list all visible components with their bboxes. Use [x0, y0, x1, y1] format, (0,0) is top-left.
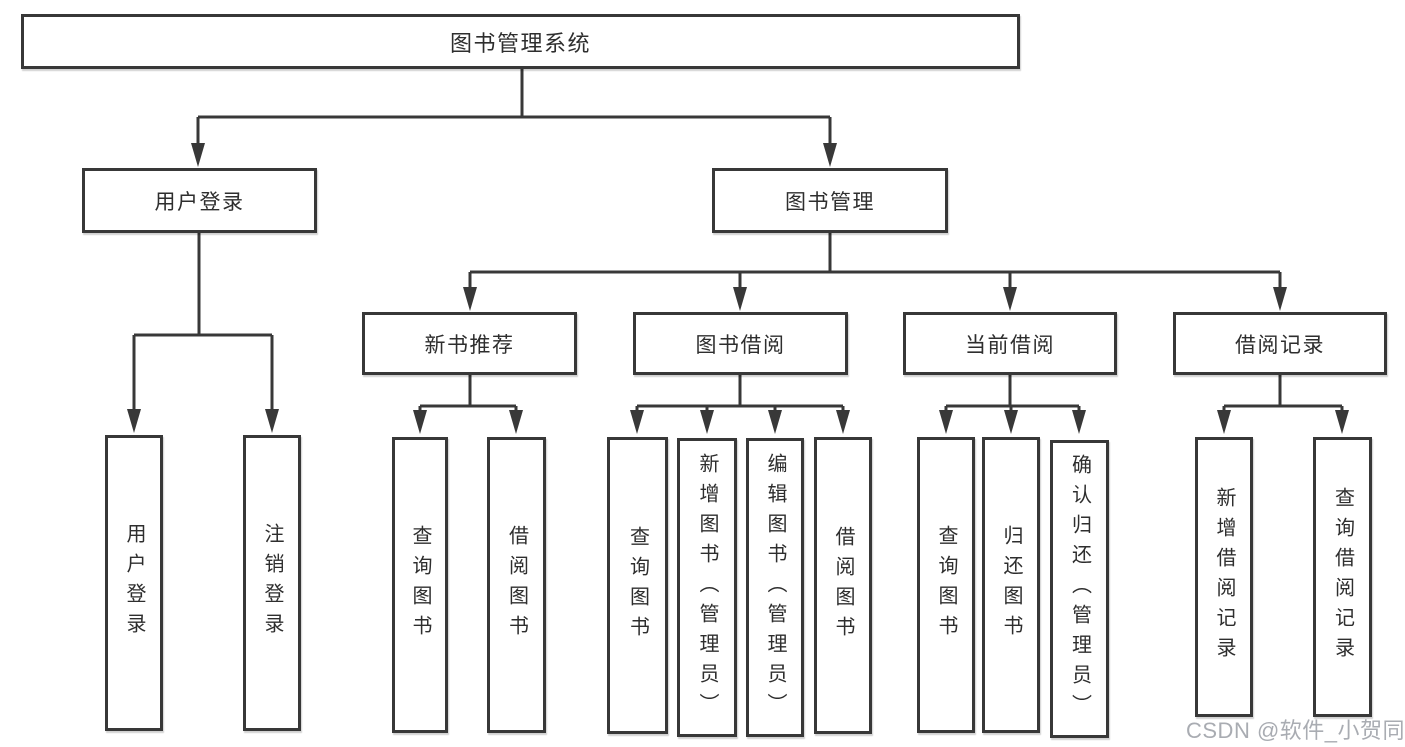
- leaf-borrow-books-recommend-label: 借阅图书: [505, 525, 528, 645]
- leaf-add-borrow-record-label: 新增借阅记录: [1213, 487, 1235, 667]
- leaf-query-borrow-record: 查询借阅记录: [1313, 437, 1372, 717]
- node-new-book-recommend: 新书推荐: [362, 312, 577, 375]
- node-book-borrow: 图书借阅: [633, 312, 848, 375]
- leaf-logout-label: 注销登录: [261, 523, 283, 643]
- node-book-borrow-label: 图书借阅: [695, 333, 786, 357]
- leaf-edit-books-admin-label: 编辑图书（管理员）: [764, 452, 786, 723]
- leaf-query-books-current: 查询图书: [917, 437, 975, 733]
- leaf-query-borrow-record-label: 查询借阅记录: [1331, 487, 1354, 667]
- node-current-borrow: 当前借阅: [903, 312, 1117, 375]
- node-user-login-label: 用户登录: [154, 190, 245, 214]
- leaf-borrow-books-recommend: 借阅图书: [487, 437, 546, 733]
- leaf-confirm-return-admin: 确认归还（管理员）: [1050, 440, 1109, 738]
- leaf-query-books-borrow-label: 查询图书: [626, 525, 649, 646]
- node-new-book-recommend-label: 新书推荐: [424, 333, 515, 357]
- leaf-confirm-return-admin-label: 确认归还（管理员）: [1068, 454, 1091, 724]
- leaf-borrow-books-label: 借阅图书: [832, 525, 854, 646]
- node-borrow-records-label: 借阅记录: [1235, 333, 1325, 357]
- leaf-user-login-label: 用户登录: [123, 523, 145, 643]
- root-node-label: 图书管理系统: [449, 30, 591, 56]
- leaf-query-books-recommend-label: 查询图书: [409, 525, 431, 645]
- leaf-query-books-borrow: 查询图书: [607, 437, 668, 734]
- csdn-watermark: CSDN @软件_小贺同学: [1186, 718, 1405, 743]
- node-borrow-records: 借阅记录: [1173, 312, 1387, 375]
- leaf-return-books: 归还图书: [982, 437, 1040, 733]
- leaf-add-books-admin: 新增图书（管理员）: [677, 438, 737, 737]
- leaf-user-login: 用户登录: [105, 435, 163, 731]
- node-book-management: 图书管理: [712, 168, 948, 233]
- leaf-edit-books-admin: 编辑图书（管理员）: [746, 438, 804, 737]
- node-book-management-label: 图书管理: [785, 190, 875, 214]
- root-node-library-management-system: 图书管理系统: [21, 14, 1020, 69]
- leaf-query-books-recommend: 查询图书: [392, 437, 448, 733]
- leaf-logout: 注销登录: [243, 435, 301, 731]
- leaf-add-books-admin-label: 新增图书（管理员）: [696, 452, 718, 723]
- leaf-return-books-label: 归还图书: [1000, 525, 1022, 645]
- leaf-borrow-books: 借阅图书: [814, 437, 872, 734]
- node-current-borrow-label: 当前借阅: [965, 333, 1055, 357]
- leaf-add-borrow-record: 新增借阅记录: [1195, 437, 1253, 717]
- arrowheads: [127, 143, 1349, 434]
- leaf-query-books-current-label: 查询图书: [935, 525, 957, 645]
- node-user-login: 用户登录: [82, 168, 317, 233]
